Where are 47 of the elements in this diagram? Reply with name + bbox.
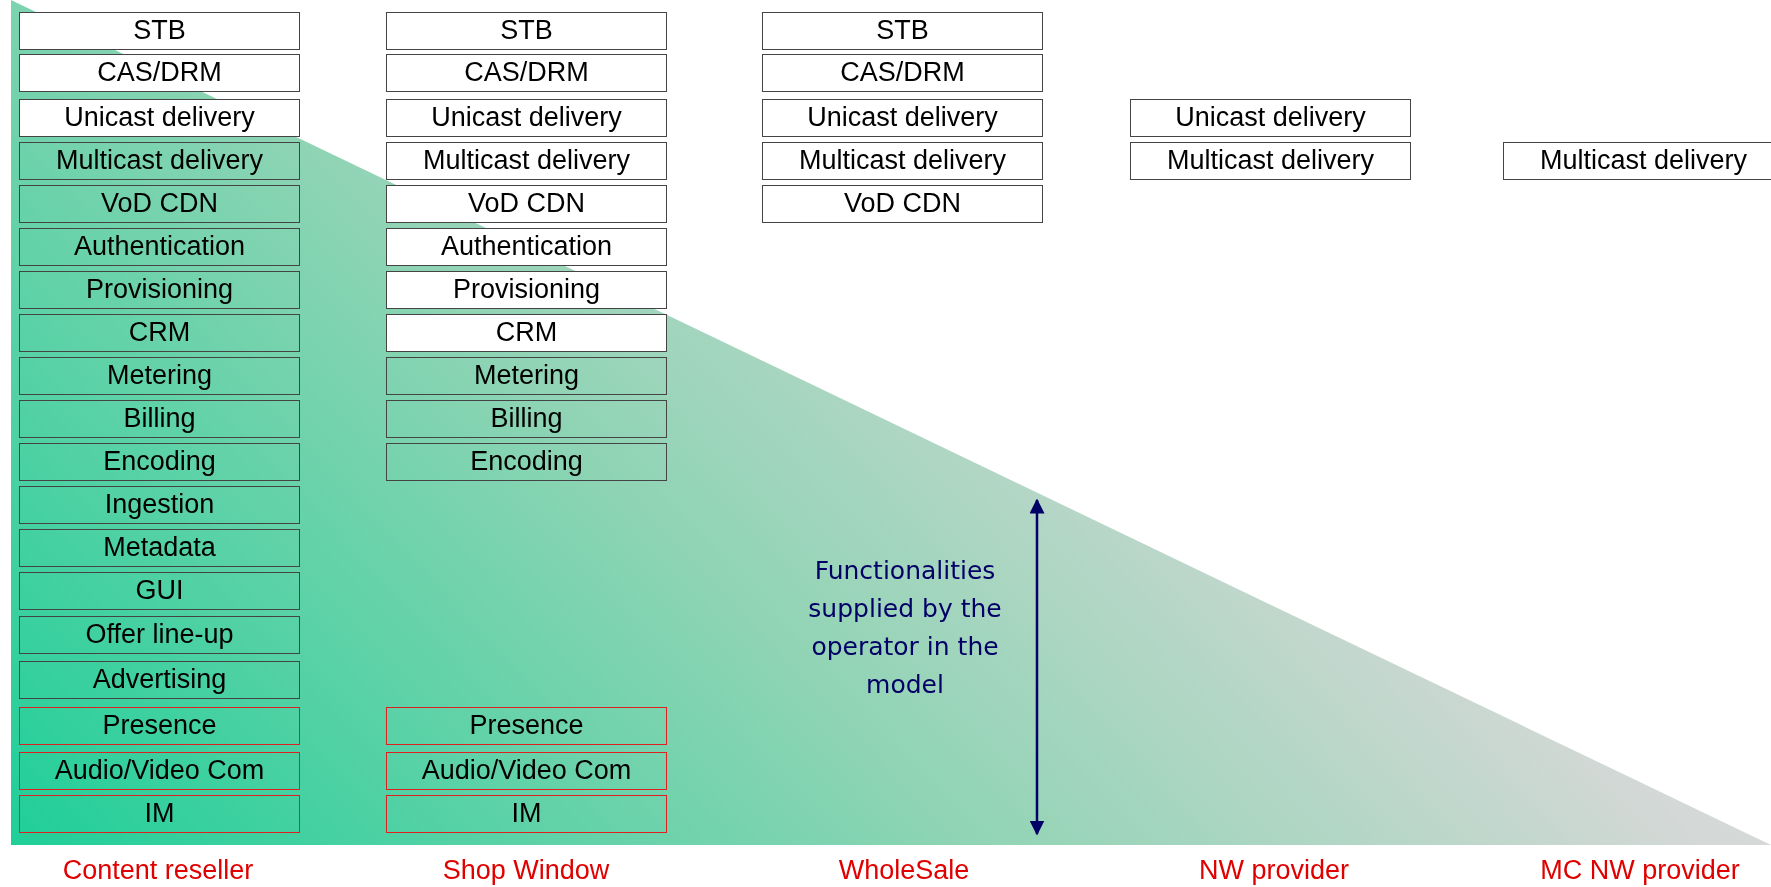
function-box: Metadata	[19, 529, 300, 567]
function-box: Multicast delivery	[762, 142, 1043, 180]
function-box: Encoding	[386, 443, 667, 481]
function-box: Authentication	[386, 228, 667, 266]
function-box: Unicast delivery	[1130, 99, 1411, 137]
function-box: Metering	[19, 357, 300, 395]
function-box: STB	[19, 12, 300, 50]
function-box: Unicast delivery	[762, 99, 1043, 137]
function-box: Authentication	[19, 228, 300, 266]
function-box: Billing	[19, 400, 300, 438]
function-box: CAS/DRM	[762, 54, 1043, 92]
function-box: Audio/Video Com	[19, 752, 300, 790]
column-label: Content reseller	[62, 855, 254, 886]
function-box: Unicast delivery	[386, 99, 667, 137]
function-box: Encoding	[19, 443, 300, 481]
function-box: Presence	[386, 707, 667, 745]
function-box: Unicast delivery	[19, 99, 300, 137]
function-box: Multicast delivery	[1503, 142, 1771, 180]
column-label: WholeSale	[838, 855, 970, 886]
column-label: MC NW provider	[1540, 855, 1740, 886]
function-box: Billing	[386, 400, 667, 438]
column-label: Shop Window	[442, 855, 610, 886]
function-box: IM	[19, 795, 300, 833]
function-box: Provisioning	[386, 271, 667, 309]
function-box: STB	[762, 12, 1043, 50]
function-box: Multicast delivery	[386, 142, 667, 180]
function-box: IM	[386, 795, 667, 833]
function-box: Audio/Video Com	[386, 752, 667, 790]
function-box: Ingestion	[19, 486, 300, 524]
function-box: Multicast delivery	[1130, 142, 1411, 180]
function-box: VoD CDN	[19, 185, 300, 223]
function-box: Offer line-up	[19, 616, 300, 654]
function-box: Multicast delivery	[19, 142, 300, 180]
function-box: CRM	[386, 314, 667, 352]
function-box: Presence	[19, 707, 300, 745]
function-box: CAS/DRM	[19, 54, 300, 92]
function-box: CRM	[19, 314, 300, 352]
function-box: CAS/DRM	[386, 54, 667, 92]
function-box: STB	[386, 12, 667, 50]
annotation-text: Functionalities supplied by the operator in the model	[807, 555, 1003, 701]
function-box: VoD CDN	[762, 185, 1043, 223]
function-box: VoD CDN	[386, 185, 667, 223]
function-box: Advertising	[19, 661, 300, 699]
function-box: Metering	[386, 357, 667, 395]
column-label: NW provider	[1199, 855, 1349, 886]
function-box: GUI	[19, 572, 300, 610]
function-box: Provisioning	[19, 271, 300, 309]
